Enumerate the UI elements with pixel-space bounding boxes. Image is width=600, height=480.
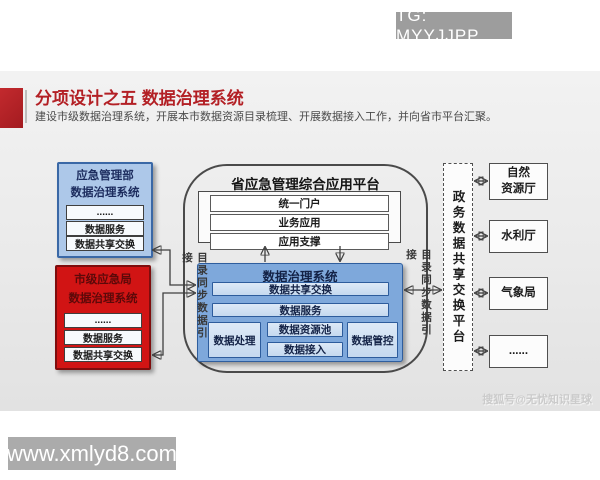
ministry-box-items: ...... 数据服务 数据共享交换 <box>59 202 151 256</box>
sync-label-right: 目录同步数据引接 <box>405 249 432 337</box>
ministry-item-data-exchange: 数据共享交换 <box>66 236 144 252</box>
ministry-box-title-line2: 数据治理系统 <box>70 187 140 199</box>
ministry-system-box: 应急管理部 数据治理系统 ...... 数据服务 数据共享交换 <box>57 162 153 258</box>
gov-exchange-platform-label: 政务数据共享交换平台 <box>450 189 465 345</box>
site-watermark: www.xmlyd8.com <box>7 437 177 470</box>
province-platform-title: 省应急管理综合应用平台 <box>231 177 380 192</box>
ministry-item-ellipsis: ...... <box>66 204 144 220</box>
sync-label-left: 目录同步数据引接 <box>181 252 208 340</box>
page-title: 分项设计之五 数据治理系统 <box>35 89 244 108</box>
city-box-title-line2: 数据治理系统 <box>68 293 138 305</box>
governance-data-exchange: 数据共享交换 <box>212 282 389 296</box>
city-box-items: ...... 数据服务 数据共享交换 <box>57 309 149 368</box>
application-layers-box: 统一门户 业务应用 应用支撑 <box>198 191 401 250</box>
agency-natural-resources: 自然 资源厅 <box>489 163 548 200</box>
governance-data-control: 数据管控 <box>347 322 398 358</box>
governance-system-title: 数据治理系统 <box>262 270 338 284</box>
ministry-item-data-service: 数据服务 <box>66 220 144 236</box>
governance-data-access: 数据接入 <box>267 342 343 357</box>
city-item-data-exchange: 数据共享交换 <box>64 347 142 362</box>
gov-exchange-platform-box: 政务数据共享交换平台 <box>443 163 473 371</box>
app-layer-business-apps: 业务应用 <box>210 214 389 231</box>
governance-data-processing: 数据处理 <box>208 322 261 358</box>
agency-ellipsis: ...... <box>489 335 548 368</box>
city-system-box: 市级应急局 数据治理系统 ...... 数据服务 数据共享交换 <box>55 265 151 370</box>
agency-water-resources: 水利厅 <box>489 220 548 253</box>
page-subtitle: 建设市级数据治理系统，开展本市数据资源目录梳理、开展数据接入工作，并向省市平台汇… <box>35 111 497 123</box>
tg-watermark: TG: MYYJJPP <box>396 6 512 45</box>
city-item-ellipsis: ...... <box>64 313 142 328</box>
city-box-title-line1: 市级应急局 <box>74 274 132 286</box>
souhu-watermark: 搜狐号@无忧知识星球 <box>482 394 592 406</box>
governance-data-service: 数据服务 <box>212 303 389 317</box>
ministry-box-title-line1: 应急管理部 <box>76 170 134 182</box>
agency-meteorology: 气象局 <box>489 277 548 310</box>
city-item-data-service: 数据服务 <box>64 330 142 345</box>
app-layer-unified-portal: 统一门户 <box>210 195 389 212</box>
title-accent-square <box>0 88 23 128</box>
app-layer-app-support: 应用支撑 <box>210 233 389 250</box>
title-divider <box>25 90 27 123</box>
governance-data-resource-pool: 数据资源池 <box>267 322 343 337</box>
